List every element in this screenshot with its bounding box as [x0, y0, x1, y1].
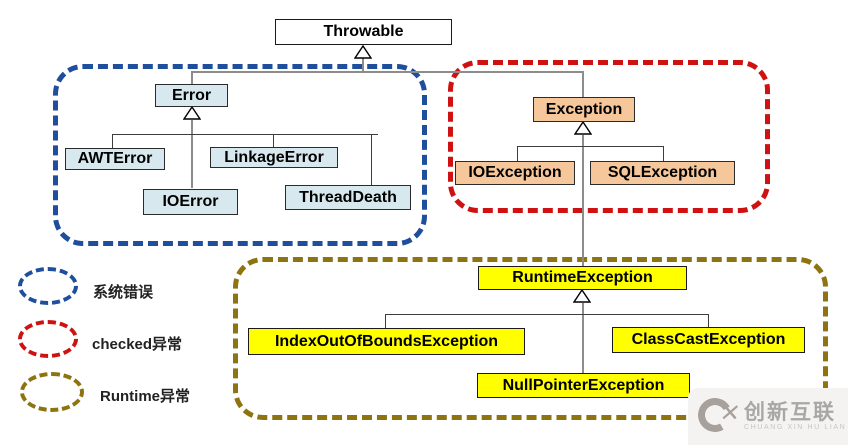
connector-line — [663, 146, 664, 161]
connector-line — [517, 146, 664, 147]
connector-line — [191, 71, 193, 84]
connector-line — [385, 314, 386, 328]
watermark-brand-text: 创新互联 — [744, 400, 836, 424]
group-system-error — [53, 64, 427, 246]
logo-x-shape: ✕ — [718, 399, 742, 427]
legend-swatch-system-error — [18, 267, 78, 305]
connector-line — [273, 134, 274, 147]
node-awt-error: AWTError — [65, 148, 165, 170]
node-sql-exception: SQLException — [590, 161, 735, 185]
connector-line — [385, 314, 709, 315]
connector-line — [582, 303, 584, 373]
generalization-arrow-icon — [354, 45, 372, 59]
node-thread-death: ThreadDeath — [285, 185, 411, 210]
legend-label-system-error: 系统错误 — [93, 284, 154, 301]
connector-line — [582, 71, 584, 97]
legend-label-checked: checked异常 — [92, 336, 183, 353]
connector-line — [112, 134, 378, 135]
node-exception: Exception — [533, 97, 635, 122]
connector-line — [362, 58, 364, 73]
node-error: Error — [155, 84, 228, 107]
watermark-subtitle: CHUANG XIN HU LIAN — [744, 424, 847, 432]
watermark: ✕ 创新互联 CHUANG XIN HU LIAN — [688, 388, 848, 445]
connector-line — [112, 134, 113, 148]
generalization-arrow-icon — [573, 289, 591, 303]
group-runtime-exception — [233, 257, 828, 420]
connector-line — [582, 135, 584, 266]
legend-swatch-runtime — [20, 372, 84, 412]
node-linkage-error: LinkageError — [210, 147, 338, 168]
connector-line — [191, 120, 193, 188]
connector-line — [371, 134, 372, 185]
connector-line — [517, 146, 518, 161]
generalization-arrow-icon — [574, 121, 592, 135]
group-checked-exception — [448, 60, 770, 213]
generalization-arrow-icon — [183, 106, 201, 120]
node-class-cast-exception: ClassCastException — [612, 327, 805, 353]
node-null-pointer-exception: NullPointerException — [477, 373, 690, 398]
brand-logo-icon: ✕ — [694, 393, 742, 436]
legend-label-runtime: Runtime异常 — [100, 388, 191, 405]
node-runtime-exception: RuntimeException — [478, 266, 687, 290]
connector-line — [191, 71, 584, 73]
node-io-exception: IOException — [455, 161, 575, 185]
node-index-out-of-bounds-exception: IndexOutOfBoundsException — [248, 328, 525, 355]
connector-line — [708, 314, 709, 327]
node-throwable: Throwable — [275, 19, 452, 45]
legend-swatch-checked — [18, 320, 78, 358]
node-io-error: IOError — [143, 189, 238, 215]
